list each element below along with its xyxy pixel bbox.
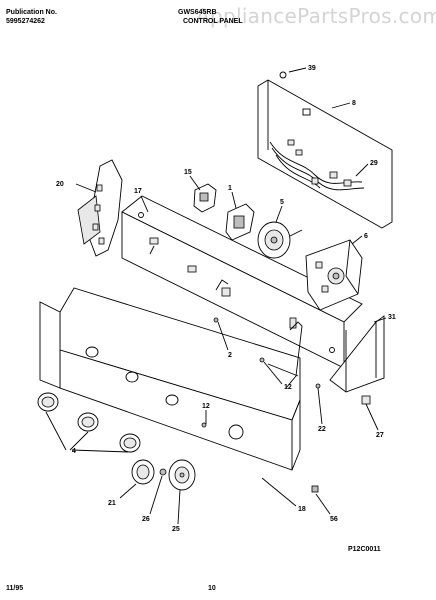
- callout-39: 39: [308, 65, 316, 72]
- callout-12-lower: 12: [202, 403, 210, 410]
- callout-20: 20: [56, 181, 64, 188]
- screws-small: [201, 317, 321, 493]
- callout-22: 22: [318, 426, 326, 433]
- footer-date: 11/95: [6, 585, 24, 592]
- callout-18: 18: [298, 506, 306, 513]
- publication-label: Publication No.: [6, 9, 57, 16]
- section-title: CONTROL PANEL: [183, 18, 243, 25]
- callout-31: 31: [388, 314, 396, 321]
- callout-1: 1: [228, 185, 232, 192]
- knobs-4: [37, 392, 141, 453]
- control-panel-back-17: [121, 195, 363, 369]
- callout-5: 5: [280, 199, 284, 206]
- upper-panel-assembly: [257, 71, 393, 229]
- model-number: GWS645RB: [178, 9, 217, 16]
- timer-part-6: [305, 239, 363, 311]
- switch-part-1: [225, 203, 255, 241]
- callout-27: 27: [376, 432, 384, 439]
- callout-21: 21: [108, 500, 116, 507]
- leader-lines: [45, 67, 387, 525]
- callout-56: 56: [330, 516, 338, 523]
- bracket-part-20: [77, 159, 123, 257]
- callout-17: 17: [134, 188, 142, 195]
- callout-25: 25: [172, 526, 180, 533]
- page-number: 10: [208, 585, 216, 592]
- callout-29: 29: [370, 160, 378, 167]
- switch-part-15: [193, 183, 217, 213]
- illustration-id: P12C0011: [348, 546, 381, 553]
- end-cap-31: [329, 315, 385, 405]
- callout-4: 4: [72, 448, 76, 455]
- publication-number: 5995274262: [6, 18, 45, 25]
- clip-26: [159, 468, 167, 476]
- timer-part-5: [257, 221, 303, 259]
- watermark: AppliancePartsPros.com: [196, 4, 436, 28]
- knob-21: [131, 459, 155, 485]
- callout-2: 2: [228, 352, 232, 359]
- console-panel-18: [39, 287, 303, 471]
- callout-6: 6: [364, 233, 368, 240]
- callout-26: 26: [142, 516, 150, 523]
- callout-8: 8: [352, 100, 356, 107]
- dial-25: [168, 459, 196, 491]
- part-callouts: 39 8 29 20 17 15 1 5 6 31 2 12 12 22 27 …: [56, 65, 396, 533]
- callout-15: 15: [184, 169, 192, 176]
- callout-12-upper: 12: [284, 384, 292, 391]
